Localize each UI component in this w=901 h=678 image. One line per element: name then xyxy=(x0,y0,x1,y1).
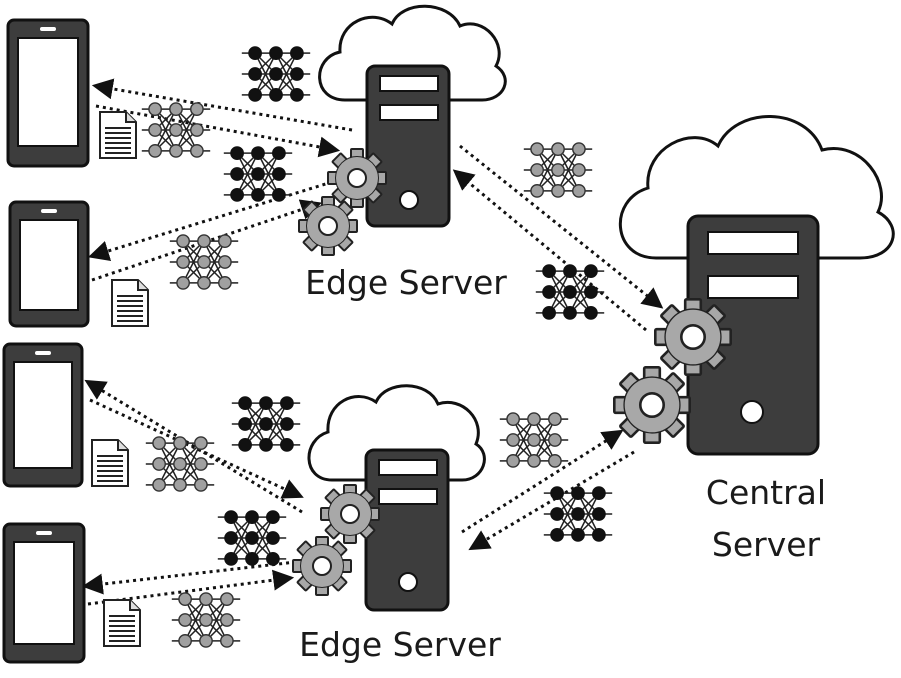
central-gear-2-icon xyxy=(612,365,692,445)
central-server xyxy=(686,214,820,456)
edge-top-gear-2-icon xyxy=(298,196,358,256)
edge-server-bottom xyxy=(364,448,450,612)
global-model-icon xyxy=(544,487,612,541)
document-icon xyxy=(91,439,129,487)
edge-top-gear-1-icon xyxy=(327,148,387,208)
edge-server-bottom-label: Edge Server xyxy=(299,625,501,664)
local-model-icon xyxy=(524,143,592,197)
document-icon xyxy=(99,111,137,159)
edge-bottom-gear-2-icon xyxy=(292,536,352,596)
global-model-icon xyxy=(218,511,286,565)
mobile-device-4 xyxy=(2,522,86,664)
central-server-label-line2: Server xyxy=(712,525,821,564)
local-model-icon xyxy=(500,413,568,467)
document-icon xyxy=(103,599,141,647)
central-gear-1-icon xyxy=(653,297,733,377)
global-model-icon xyxy=(536,265,604,319)
local-model-icon xyxy=(142,103,210,157)
edge-server-top xyxy=(365,64,451,228)
local-model-icon xyxy=(172,593,240,647)
global-model-icon xyxy=(224,147,292,201)
edge-bottom-gear-1-icon xyxy=(320,484,380,544)
central-server-label-line1: Central xyxy=(706,473,826,512)
edge-server-top-label: Edge Server xyxy=(305,263,507,302)
mobile-device-3 xyxy=(2,342,84,488)
global-model-icon xyxy=(232,397,300,451)
mobile-device-2 xyxy=(8,200,90,328)
local-model-icon xyxy=(170,235,238,289)
document-icon xyxy=(111,279,149,327)
global-model-icon xyxy=(242,47,310,101)
local-model-icon xyxy=(146,437,214,491)
mobile-device-1 xyxy=(6,18,90,168)
